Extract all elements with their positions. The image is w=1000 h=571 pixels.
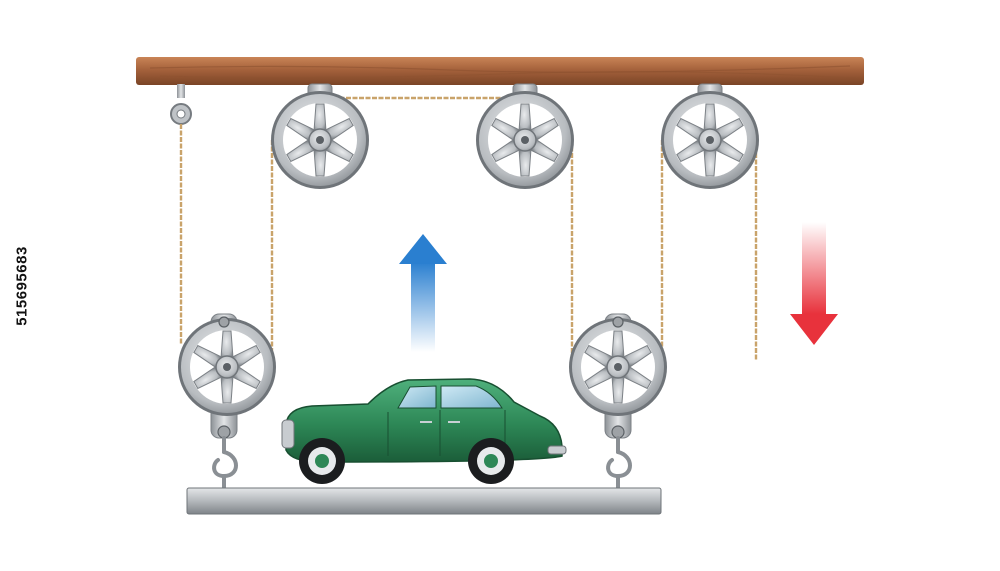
ceiling-beam bbox=[136, 57, 864, 85]
pulley-wheel-icon bbox=[270, 90, 370, 190]
car-icon bbox=[281, 378, 567, 484]
stock-image-id-text: 515695683 bbox=[13, 245, 31, 326]
pulley-wheel-icon bbox=[177, 317, 277, 417]
lifting-rail bbox=[186, 487, 662, 515]
rope-anchor-eyelet bbox=[170, 84, 192, 125]
lift-hook-icon bbox=[606, 436, 632, 490]
pulley-wheel-icon bbox=[660, 90, 760, 190]
stock-image-id: 515695683 bbox=[2, 0, 42, 571]
downward-force-arrow-icon bbox=[790, 222, 838, 345]
pulley-wheel-icon bbox=[475, 90, 575, 190]
pulley-wheel-icon bbox=[568, 317, 668, 417]
lift-hook-icon bbox=[212, 436, 238, 490]
rope bbox=[179, 96, 758, 360]
upward-force-arrow-icon bbox=[399, 234, 447, 352]
